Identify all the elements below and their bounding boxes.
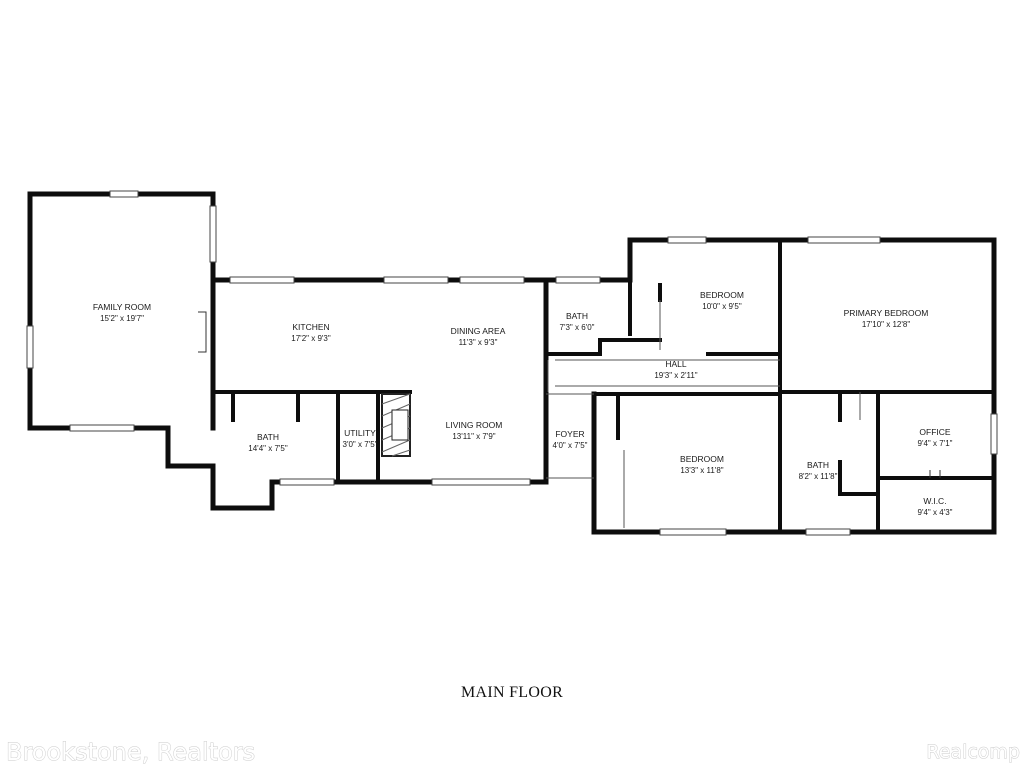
svg-text:3'0" x 7'5": 3'0" x 7'5" (343, 440, 378, 449)
svg-text:W.I.C.: W.I.C. (923, 496, 946, 506)
svg-text:UTILITY: UTILITY (344, 428, 376, 438)
door-marks (198, 311, 941, 478)
svg-text:KITCHEN: KITCHEN (292, 322, 329, 332)
room-label-wic: W.I.C. 9'4" x 4'3" (918, 496, 953, 517)
svg-text:BEDROOM: BEDROOM (680, 454, 724, 464)
svg-text:11'3" x 9'3": 11'3" x 9'3" (459, 338, 498, 347)
room-label-hall: HALL 19'3" x 2'11" (654, 359, 697, 380)
room-label-foyer: FOYER 4'0" x 7'5" (553, 429, 588, 450)
svg-text:4'0" x 7'5": 4'0" x 7'5" (553, 441, 588, 450)
room-label-bedroom-north: BEDROOM 10'0" x 9'5" (700, 290, 744, 311)
room-label-bath-hall: BATH 7'3" x 6'0" (560, 311, 595, 332)
svg-text:7'3" x 6'0": 7'3" x 6'0" (560, 323, 595, 332)
svg-text:13'3" x 11'8": 13'3" x 11'8" (680, 466, 723, 475)
svg-text:17'10" x 12'8": 17'10" x 12'8" (862, 320, 910, 329)
room-label-dining-area: DINING AREA 11'3" x 9'3" (451, 326, 506, 347)
svg-text:FOYER: FOYER (555, 429, 584, 439)
svg-text:FAMILY ROOM: FAMILY ROOM (93, 302, 151, 312)
svg-text:15'2" x 19'7": 15'2" x 19'7" (100, 314, 144, 323)
room-label-bath-primary: BATH 8'2" x 11'8" (799, 460, 838, 481)
svg-text:BATH: BATH (257, 432, 279, 442)
room-label-kitchen: KITCHEN 17'2" x 9'3" (291, 322, 331, 343)
svg-text:8'2" x 11'8": 8'2" x 11'8" (799, 472, 838, 481)
svg-text:LIVING ROOM: LIVING ROOM (446, 420, 503, 430)
watermark-realcomp: Realcomp (926, 741, 1020, 763)
room-label-living-room: LIVING ROOM 13'11" x 7'9" (446, 420, 503, 441)
svg-text:10'0" x 9'5": 10'0" x 9'5" (702, 302, 742, 311)
svg-text:14'4" x 7'5": 14'4" x 7'5" (248, 444, 288, 453)
svg-text:9'4" x 7'1": 9'4" x 7'1" (918, 439, 953, 448)
fireplace (381, 393, 411, 457)
room-label-bedroom-south: BEDROOM 13'3" x 11'8" (680, 454, 724, 475)
room-label-family-room: FAMILY ROOM 15'2" x 19'7" (93, 302, 151, 323)
svg-text:17'2" x 9'3": 17'2" x 9'3" (291, 334, 331, 343)
watermark-brookstone: Brookstone, Realtors (6, 738, 255, 766)
svg-text:DINING AREA: DINING AREA (451, 326, 506, 336)
windows (26, 190, 998, 536)
svg-text:19'3" x 2'11": 19'3" x 2'11" (654, 371, 697, 380)
svg-text:13'11" x 7'9": 13'11" x 7'9" (452, 432, 495, 441)
svg-text:PRIMARY BEDROOM: PRIMARY BEDROOM (844, 308, 929, 318)
svg-text:HALL: HALL (665, 359, 687, 369)
floor-label: MAIN FLOOR (461, 684, 563, 701)
svg-text:BATH: BATH (807, 460, 829, 470)
thin-walls (546, 300, 861, 528)
room-label-office: OFFICE 9'4" x 7'1" (918, 427, 953, 448)
svg-text:OFFICE: OFFICE (919, 427, 950, 437)
room-label-utility: UTILITY 3'0" x 7'5" (343, 428, 378, 449)
svg-text:9'4" x 4'3": 9'4" x 4'3" (918, 508, 953, 517)
interior-walls (211, 238, 996, 534)
svg-text:BEDROOM: BEDROOM (700, 290, 744, 300)
room-label-bath-west: BATH 14'4" x 7'5" (248, 432, 288, 453)
svg-text:BATH: BATH (566, 311, 588, 321)
room-label-primary-bedroom: PRIMARY BEDROOM 17'10" x 12'8" (844, 308, 929, 329)
